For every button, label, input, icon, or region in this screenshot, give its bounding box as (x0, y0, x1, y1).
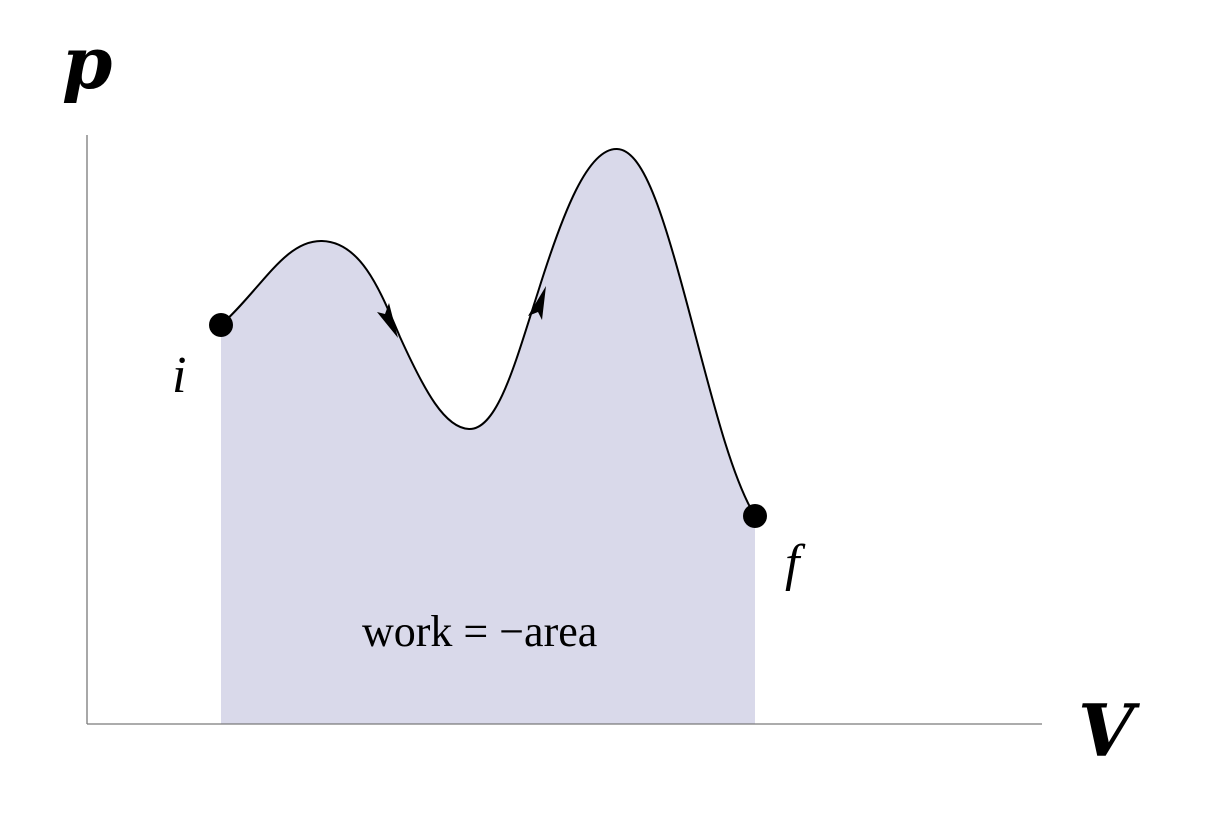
final-point-label: f (785, 535, 806, 592)
direction-arrow-up (528, 286, 546, 320)
initial-point (209, 313, 233, 337)
direction-arrow-down (377, 303, 398, 338)
work-area-label: work = −area (362, 607, 597, 656)
final-point (743, 504, 767, 528)
y-axis-label: p (62, 20, 112, 105)
work-area-fill (221, 148, 755, 725)
initial-point-label: i (172, 347, 186, 404)
x-axis-label: V (1078, 688, 1140, 773)
process-curve (220, 147, 756, 517)
